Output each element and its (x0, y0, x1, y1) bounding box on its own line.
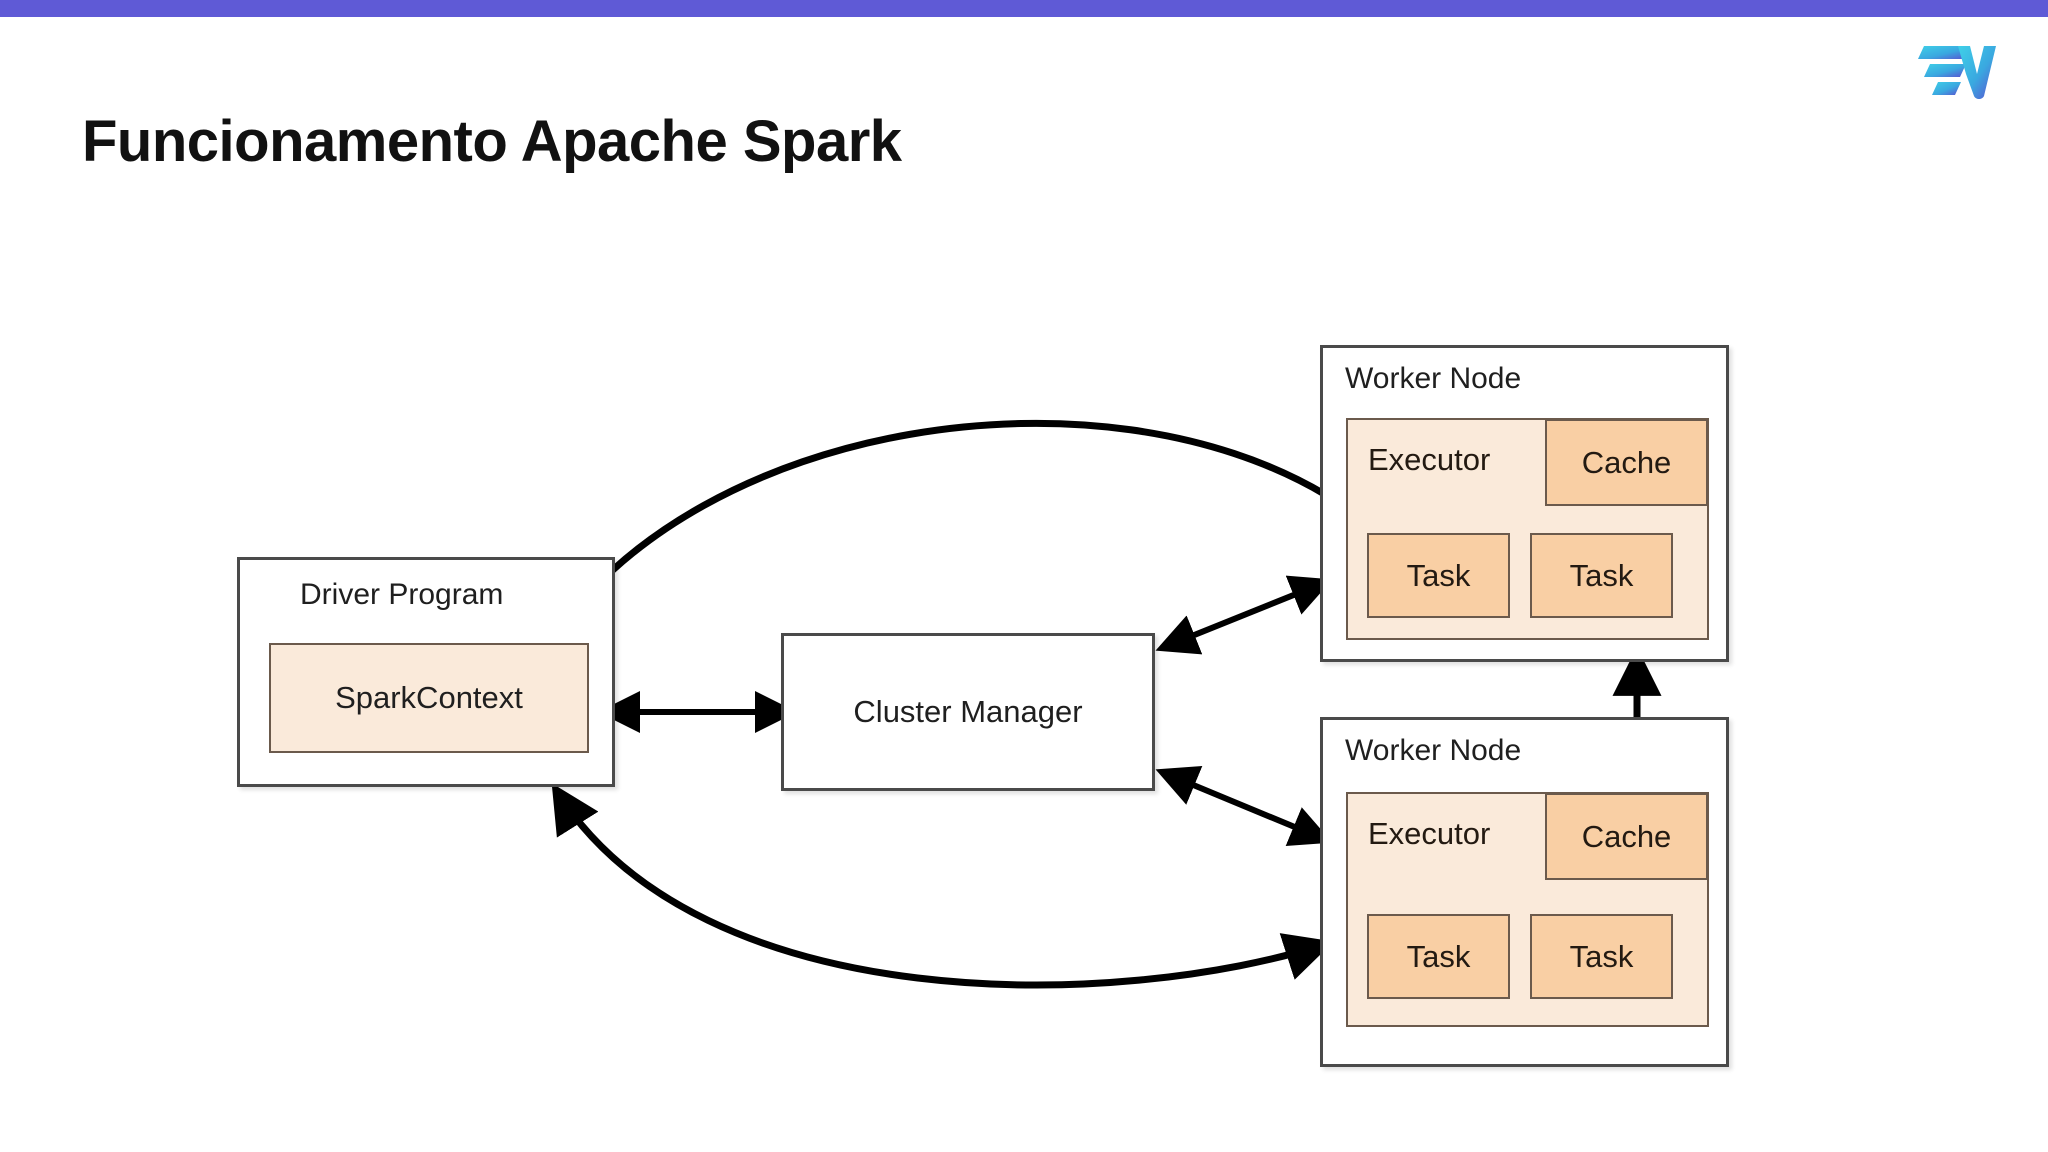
worker-node-1-executor-label: Executor (1368, 442, 1491, 477)
worker-node-2-task-2: Task (1530, 914, 1673, 999)
cluster-manager-label: Cluster Manager (853, 694, 1083, 729)
worker-node-1-task-2: Task (1530, 533, 1673, 618)
driver-program-box: Driver Program SparkContext (237, 557, 615, 787)
spark-context-box: SparkContext (269, 643, 589, 753)
worker-node-1-box: Worker Node Executor Cache Task Task (1320, 345, 1729, 662)
worker-node-2-box: Worker Node Executor Cache Task Task (1320, 717, 1729, 1067)
top-accent-bar (0, 0, 2048, 17)
worker-node-2-task-1-label: Task (1406, 938, 1471, 974)
worker-node-2-label: Worker Node (1345, 734, 1522, 767)
worker-node-2-task-2-label: Task (1569, 938, 1634, 974)
worker-node-1-task-1: Task (1367, 533, 1510, 618)
arrow-clustermanager-worker2 (1155, 766, 1333, 846)
worker-node-2-task-1: Task (1367, 914, 1510, 999)
worker-node-1-cache-box: Cache (1545, 419, 1708, 506)
worker-node-1-executor-box: Executor Cache Task Task (1346, 418, 1709, 640)
worker-node-2-executor-label: Executor (1368, 816, 1491, 851)
driver-program-label: Driver Program (300, 578, 504, 611)
w-wings-logo (1914, 38, 2004, 100)
worker-node-1-task-2-label: Task (1569, 557, 1634, 593)
cluster-manager-box: Cluster Manager (781, 633, 1155, 791)
worker-node-1-task-1-label: Task (1406, 557, 1471, 593)
spark-context-label: SparkContext (335, 680, 523, 715)
worker-node-1-cache-label: Cache (1581, 444, 1672, 480)
arrow-worker1-sparkcontext (547, 419, 1328, 647)
arrow-clustermanager-worker1 (1155, 575, 1333, 655)
worker-node-2-cache-box: Cache (1545, 793, 1708, 880)
arrow-worker2-sparkcontext (551, 783, 1334, 989)
worker-node-1-label: Worker Node (1345, 362, 1522, 395)
worker-node-2-cache-label: Cache (1581, 818, 1672, 854)
worker-node-2-executor-box: Executor Cache Task Task (1346, 792, 1709, 1027)
page-title: Funcionamento Apache Spark (82, 109, 902, 174)
